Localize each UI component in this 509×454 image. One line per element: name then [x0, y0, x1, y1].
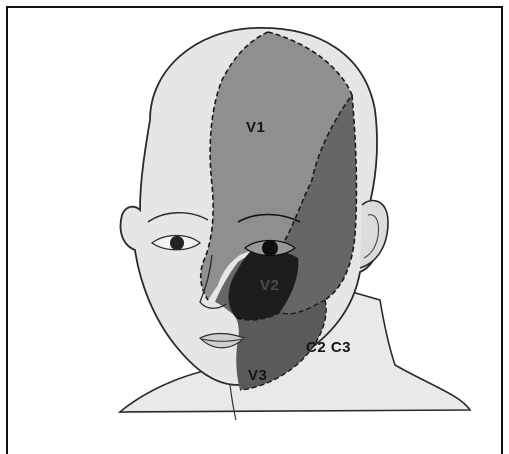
iris-left [170, 236, 184, 250]
label-v2: V2 [260, 277, 279, 294]
iris-right [262, 240, 278, 256]
label-v3: V3 [248, 367, 267, 384]
label-c2c3: C2 C3 [306, 339, 351, 356]
label-v1: V1 [246, 119, 265, 136]
